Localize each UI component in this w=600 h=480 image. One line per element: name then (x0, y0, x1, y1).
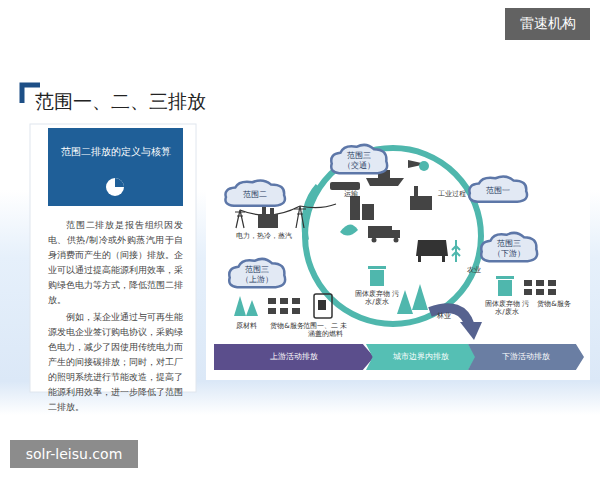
cloud-path (229, 259, 285, 287)
stage-band: 城市边界内排放 (366, 344, 476, 370)
cloud-path (225, 181, 285, 206)
icon-caption: 原材料 (228, 322, 264, 330)
band-arrow (214, 344, 374, 370)
icon-caption: 货物&服务 (266, 322, 308, 330)
scope-cloud: 范围三 （上游） (226, 256, 288, 292)
node-text: 上游活动排放 (270, 352, 318, 362)
stage-band: 下游活动排放 (468, 344, 584, 370)
band-arrow (366, 344, 476, 370)
icon-caption: 农业 (462, 266, 486, 274)
node-text: 范围一 (486, 186, 510, 196)
pie-icon (104, 176, 126, 198)
icon-caption: 固体废弃物 污水/废水 (484, 300, 530, 317)
text-panel: 范围二排放是报告组织因发电、供热/制冷或外购蒸汽用于自身消费而产生的（间接）排放… (44, 214, 187, 421)
node-text: 城市边界内排放 (393, 352, 449, 362)
icon-caption: 林业 (432, 312, 456, 320)
icon-caption: 工业过程 (432, 190, 472, 198)
stage-band: 上游活动排放 (214, 344, 374, 370)
node-text: 下游活动排放 (502, 352, 550, 362)
body-paragraph: 例如，某企业通过与可再生能源发电企业签订购电协议，采购绿色电力，减少了因使用传统… (48, 310, 183, 415)
icon-caption: 范围一、二 未涵盖的燃料 (300, 322, 350, 339)
scope-cloud: 范围三 （交通） (328, 142, 390, 178)
scope-cloud: 范围三 （下游） (478, 230, 540, 266)
band-arrow (468, 344, 584, 370)
cloud-path (481, 233, 537, 261)
watermark: solr-leisu.com (10, 440, 138, 468)
node-text: 范围二排放的定义与核算 (61, 146, 171, 159)
scope-cloud: 范围二 (222, 178, 288, 210)
slide-title: 范围一、二、三排放 (35, 89, 206, 115)
node-text: 范围二 (243, 190, 267, 200)
icon-caption: 固体废弃物 污水/废水 (354, 290, 400, 307)
icon-caption: 电力，热冷，蒸汽 (222, 232, 306, 240)
node-text: 范围三 （下游） (488, 239, 530, 259)
cloud-path (469, 177, 527, 202)
body-paragraph: 范围二排放是报告组织因发电、供热/制冷或外购蒸汽用于自身消费而产生的（间接）排放… (48, 218, 183, 308)
icon-caption: 货物&服务 (532, 300, 576, 308)
node-text: 范围三 （交通） (338, 151, 380, 171)
icon-caption: 运输 (336, 190, 366, 198)
node-text: 范围三 （上游） (236, 265, 278, 285)
cloud-path (331, 145, 387, 173)
scope-cloud: 范围一 (466, 174, 530, 206)
watermark: 雷速机构 (505, 8, 590, 40)
